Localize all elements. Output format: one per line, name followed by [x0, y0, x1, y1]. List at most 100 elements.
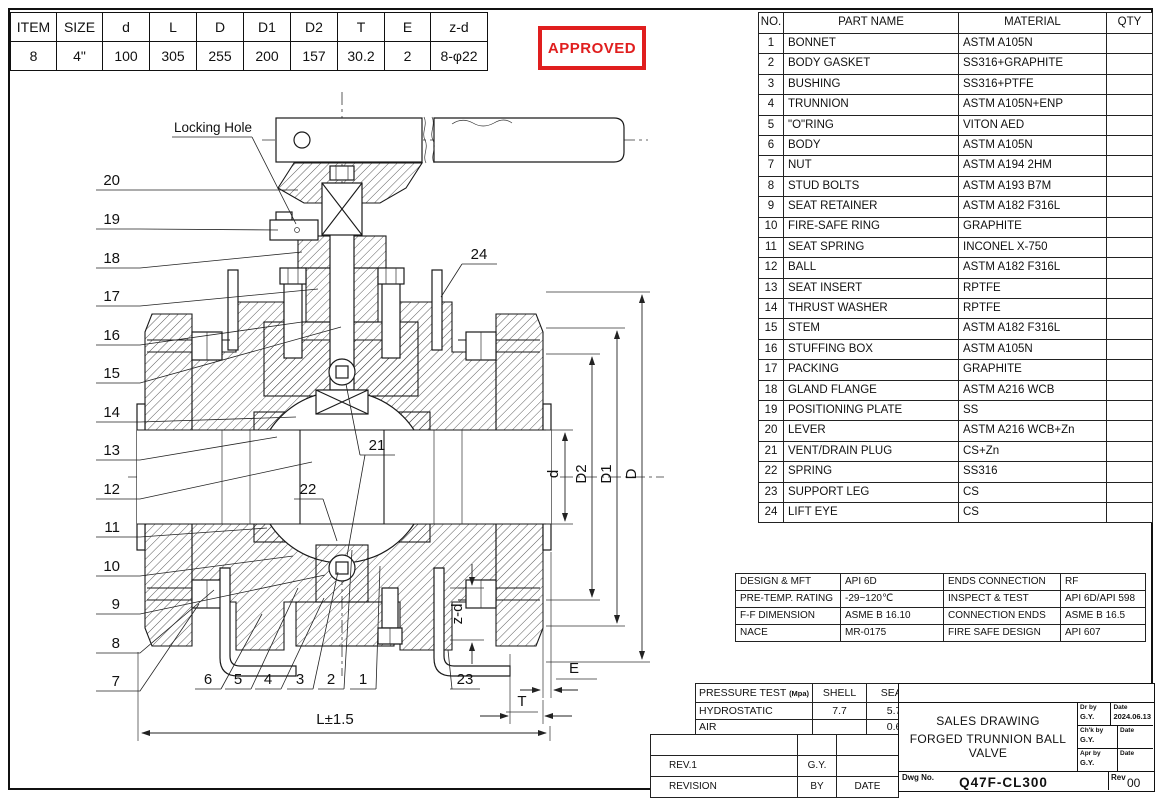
title-block-strip	[899, 684, 1154, 703]
part-qty	[1106, 155, 1153, 177]
part-name: BONNET	[783, 32, 959, 55]
part-name: THRUST WASHER	[783, 298, 959, 320]
revision-row: REV.1 G.Y.	[650, 755, 899, 777]
part-no: 18	[758, 379, 784, 402]
part-no: 7	[758, 155, 784, 177]
col-T: T	[337, 12, 385, 42]
date-label: Date	[1120, 727, 1135, 734]
part-qty	[1106, 298, 1153, 320]
callout-18: 18	[103, 250, 120, 267]
part-no: 12	[758, 257, 784, 279]
part-qty	[1106, 134, 1153, 157]
parts-list-row: 6 BODY ASTM A105N	[758, 134, 1153, 157]
part-name: BODY GASKET	[783, 53, 959, 75]
callout-24: 24	[471, 246, 488, 263]
parts-list-row: 21 VENT/DRAIN PLUG CS+Zn	[758, 440, 1153, 463]
part-material: ASTM A216 WCB	[958, 379, 1107, 402]
part-name: GLAND FLANGE	[783, 379, 959, 402]
callout-10: 10	[103, 558, 120, 575]
callout-leaders	[96, 136, 497, 692]
part-no: 5	[758, 114, 784, 136]
part-name: PACKING	[783, 359, 959, 381]
spec-value: ASME B 16.10	[840, 607, 944, 625]
date-label: Date	[1113, 704, 1128, 711]
col-no: NO.	[758, 12, 784, 34]
part-no: 1	[758, 32, 784, 55]
part-qty	[1106, 94, 1153, 116]
spec-key: FIRE SAFE DESIGN	[943, 624, 1061, 642]
part-material: GRAPHITE	[958, 359, 1107, 381]
stem-nut	[329, 165, 355, 181]
part-name: VENT/DRAIN PLUG	[783, 440, 959, 463]
parts-list-row: 24 LIFT EYE CS	[758, 501, 1153, 524]
col-D: D	[196, 12, 244, 42]
spec-value: ASME B 16.5	[1060, 607, 1146, 625]
part-no: 15	[758, 318, 784, 340]
pressure-test-table: PRESSURE TEST (Mpa) SHELL SEAT HYDROSTAT…	[694, 683, 923, 736]
apr-by-label: Apr by	[1080, 750, 1101, 757]
callout-16: 16	[103, 327, 120, 344]
part-no: 19	[758, 400, 784, 422]
part-qty	[1106, 318, 1153, 340]
spec-value: API 6D/API 598	[1060, 590, 1146, 608]
spec-value: API 6D	[840, 573, 944, 591]
locking-hole-label: Locking Hole	[174, 120, 252, 135]
callout-20: 20	[103, 172, 120, 189]
parts-list-row: 8 STUD BOLTS ASTM A193 B7M	[758, 175, 1153, 198]
part-name: BUSHING	[783, 73, 959, 96]
part-qty	[1106, 420, 1153, 442]
part-material: ASTM A105N	[958, 134, 1107, 157]
chk-by-name: G.Y.	[1080, 735, 1095, 744]
part-qty	[1106, 236, 1153, 259]
part-name: SEAT RETAINER	[783, 196, 959, 218]
part-name: LEVER	[783, 420, 959, 442]
part-no: 14	[758, 298, 784, 320]
design-spec-table: DESIGN & MFT API 6D ENDS CONNECTION RF P…	[735, 573, 1146, 642]
drawing-number-row: Dwg No. Q47F-CL300 Rev 00	[899, 771, 1154, 790]
parts-list-row: 15 STEM ASTM A182 F316L	[758, 318, 1153, 340]
val-L: 305	[149, 41, 197, 71]
part-name: LIFT EYE	[783, 501, 959, 524]
part-qty	[1106, 196, 1153, 218]
drain-fitting	[377, 587, 403, 645]
revision-label: REVISION	[650, 776, 798, 798]
part-no: 20	[758, 420, 784, 442]
spec-key: F-F DIMENSION	[735, 607, 841, 625]
part-qty	[1106, 114, 1153, 136]
part-name: SPRING	[783, 461, 959, 483]
parts-list-row: 22 SPRING SS316	[758, 461, 1153, 483]
part-material: SS316+PTFE	[958, 73, 1107, 96]
apr-by-name: G.Y.	[1080, 758, 1095, 767]
parts-list-row: 2 BODY GASKET SS316+GRAPHITE	[758, 53, 1153, 75]
part-material: ASTM A105N+ENP	[958, 94, 1107, 116]
spec-key: NACE	[735, 624, 841, 642]
part-no: 10	[758, 216, 784, 238]
col-E: E	[384, 12, 431, 42]
part-name: SEAT SPRING	[783, 236, 959, 259]
part-material: ASTM A182 F316L	[958, 196, 1107, 218]
part-material: SS	[958, 400, 1107, 422]
part-material: RPTFE	[958, 277, 1107, 300]
callout-7: 7	[112, 673, 120, 690]
date-label: DATE	[836, 776, 899, 798]
part-no: 17	[758, 359, 784, 381]
date-label: Date	[1120, 750, 1135, 757]
part-qty	[1106, 461, 1153, 483]
parts-list-row: 18 GLAND FLANGE ASTM A216 WCB	[758, 379, 1153, 402]
parts-list-row: 14 THRUST WASHER RPTFE	[758, 298, 1153, 320]
part-qty	[1106, 73, 1153, 96]
part-no: 23	[758, 481, 784, 503]
part-name: STUFFING BOX	[783, 338, 959, 361]
col-size: SIZE	[56, 12, 103, 42]
parts-list-row: 10 FIRE-SAFE RING GRAPHITE	[758, 216, 1153, 238]
val-T: 30.2	[337, 41, 385, 71]
pressure-test-title-cell: PRESSURE TEST (Mpa)	[694, 683, 814, 703]
part-material: ASTM A194 2HM	[958, 155, 1107, 177]
by-label: BY	[797, 776, 837, 798]
callout-23: 23	[457, 671, 474, 688]
title-line-2: FORGED TRUNNION BALL VALVE	[909, 732, 1067, 760]
